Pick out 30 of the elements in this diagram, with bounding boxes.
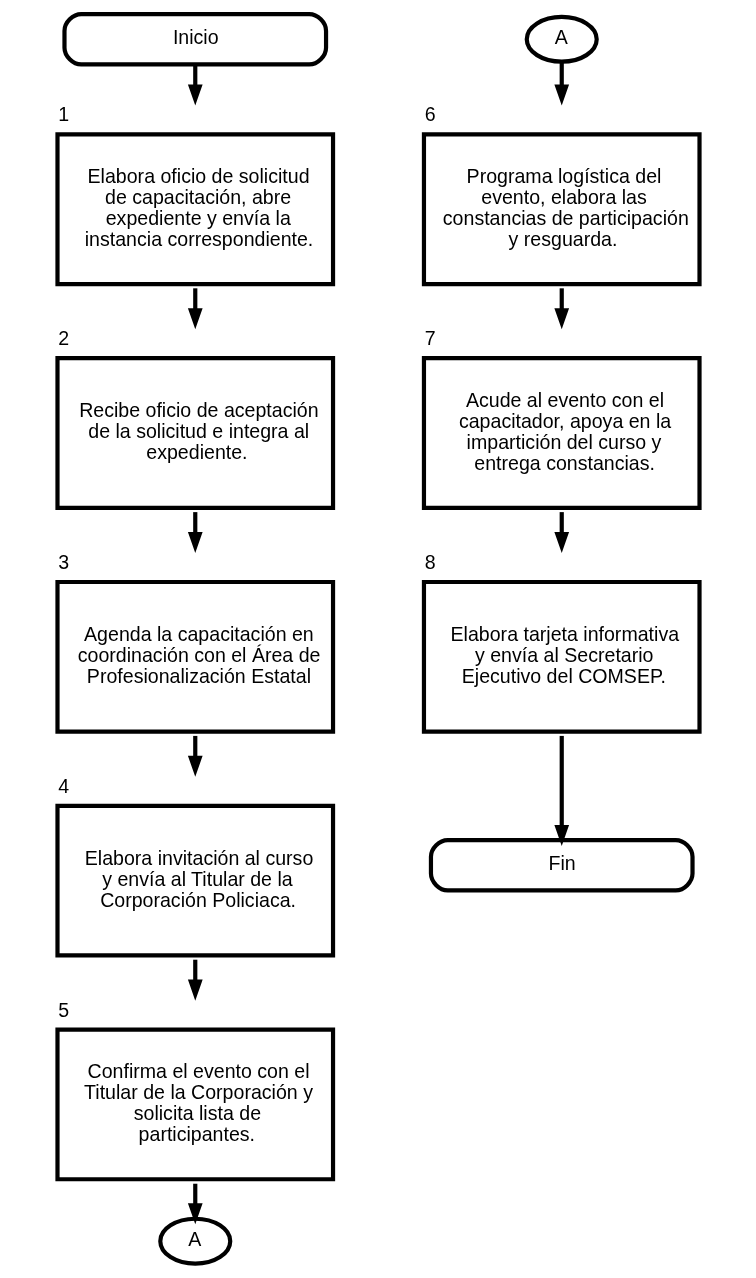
node-label: 7: [424, 327, 436, 350]
arrow: [187, 735, 203, 777]
node-label: 3: [57, 550, 69, 573]
node-box: Programa logística del evento, elabora las constancias de participación y resguarda.: [421, 132, 702, 287]
node-label: 4: [57, 774, 69, 797]
node-box: Elabora tarjeta informativa y envía al Secretario Ejecutivo del COMSEP.: [421, 579, 702, 734]
arrow: [553, 288, 569, 330]
node-label: 1: [57, 103, 69, 126]
arrow: [553, 512, 569, 554]
node-box: Fin: [428, 837, 695, 893]
arrow: [553, 62, 569, 106]
node-ellipse: A: [524, 14, 599, 64]
node-label: 5: [57, 998, 69, 1021]
node-box: Recibe oficio de aceptación de la solicitud e integra al expediente.: [54, 356, 335, 510]
arrow: [553, 735, 569, 847]
arrow: [187, 512, 203, 554]
node-box: Agenda la capacitación en coordinación con el Área de Profesionalización Estatal: [54, 579, 335, 734]
arrow: [187, 288, 203, 330]
node-label: 2: [57, 327, 69, 350]
arrow: [187, 959, 203, 1001]
arrow: [187, 1183, 203, 1225]
node-box: Elabora oficio de solicitud de capacitación, abre expediente y envía la instancia correspondiente.: [54, 132, 335, 287]
node-box: Confirma el evento con el Titular de la Corporación y solicita lista de participantes.: [54, 1027, 335, 1182]
node-ellipse: A: [157, 1216, 232, 1266]
arrow: [187, 65, 203, 106]
node-label: 8: [424, 550, 436, 573]
node-box: Acude al evento con el capacitador, apoya en la impartición del curso y entrega constancias.: [421, 356, 702, 510]
node-label: 6: [424, 103, 436, 126]
node-box: Inicio: [61, 12, 328, 67]
node-box: Elabora invitación al curso y envía al Titular de la Corporación Policiaca.: [54, 803, 335, 958]
